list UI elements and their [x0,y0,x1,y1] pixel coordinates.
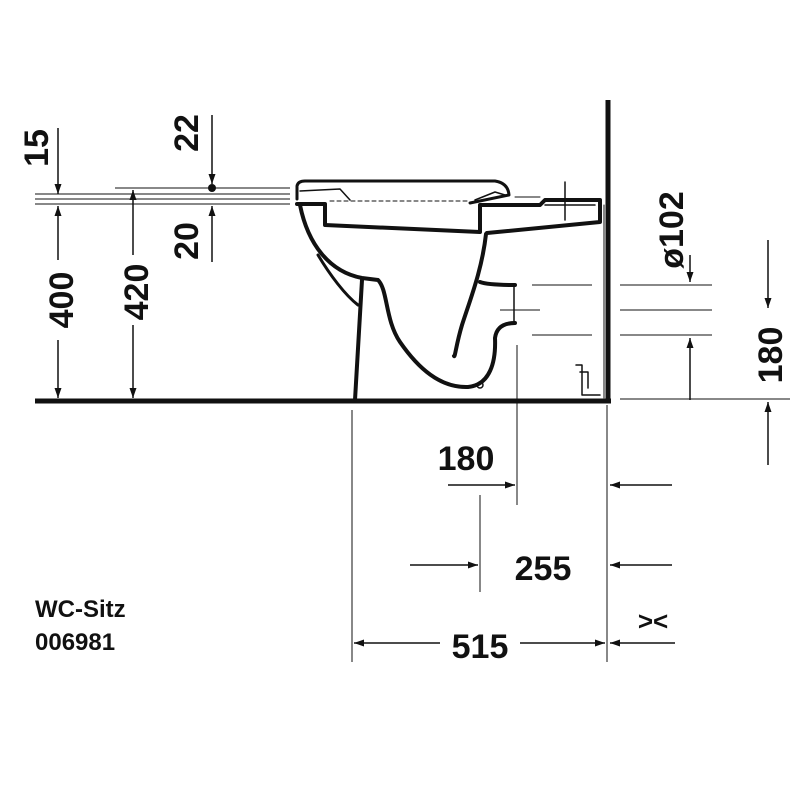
outlet-reference-lines [351,284,790,662]
dim-15-label: 15 [18,129,56,167]
dim-180-label: 180 [438,440,495,478]
product-label: WC-Sitz [35,596,126,623]
dim-102-label: ø102 [653,191,691,269]
dim-180-height-label: 180 [752,327,790,384]
dim-20-label: 20 [168,222,206,260]
article-number: 006981 [35,629,116,656]
toilet-outline [295,179,605,402]
dim-515-label: 515 [452,628,509,666]
height-reference-lines [35,187,290,205]
dim-400-label: 400 [43,272,81,329]
reference-dot [208,184,216,192]
dim-255-label: 255 [515,550,572,588]
dim-420-label: 420 [118,264,156,321]
dim-22-label: 22 [168,114,206,152]
wall-gap-symbol: >< [638,606,668,636]
